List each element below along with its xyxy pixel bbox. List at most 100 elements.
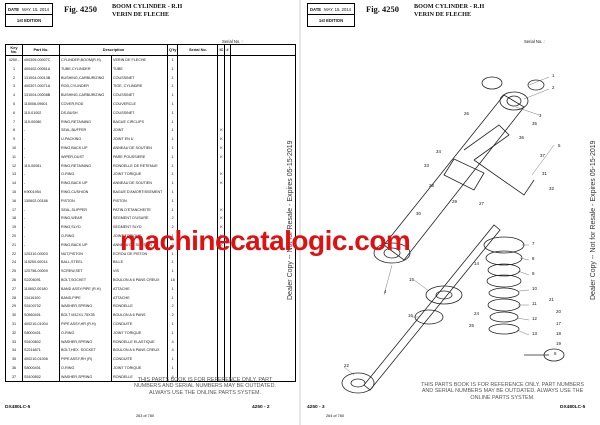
remarks-cell — [229, 99, 296, 109]
pipe-line — [463, 124, 510, 161]
title-english: BOOM CYLINDER - R.H — [112, 3, 183, 10]
key-cell: 26 — [5, 275, 23, 285]
mark-cell — [224, 108, 231, 118]
ic-cell — [217, 363, 226, 373]
mark-cell — [224, 337, 231, 347]
serial-cell — [177, 187, 219, 197]
key-cell: 33 — [5, 337, 23, 347]
serial-cell — [177, 328, 219, 338]
key-cell: 22 — [5, 249, 23, 259]
remarks-cell — [229, 249, 296, 259]
ic-cell — [217, 187, 226, 197]
callout-number: 33 — [424, 163, 429, 168]
qty-cell: 2 — [166, 311, 179, 320]
key-cell: 2 — [5, 73, 23, 83]
description-french-cell: COUSSINET — [111, 108, 168, 118]
qty-cell: 1 — [166, 126, 179, 136]
qty-cell: 1 — [166, 319, 179, 329]
description-english-cell: TUBE,CYLINDER — [59, 64, 112, 74]
serial-label: Serial No. : — [222, 39, 243, 44]
remarks-cell — [229, 231, 296, 241]
ic-cell — [217, 328, 226, 338]
piston — [425, 285, 463, 305]
remarks-cell — [229, 152, 296, 162]
ic-cell — [217, 267, 226, 276]
col-mark: # — [224, 44, 231, 56]
description-english-cell: WASHER,SPRING — [59, 372, 112, 383]
description-english-cell: DS-BUSH — [59, 108, 112, 118]
description-english-cell: WASHER,SPRING — [59, 302, 112, 312]
ic-cell — [217, 346, 226, 356]
remarks-cell — [229, 170, 296, 180]
piston-rod — [363, 224, 501, 391]
qty-cell: 1 — [166, 196, 179, 206]
serial-cell — [177, 214, 219, 224]
callout-number: 31 — [542, 171, 547, 176]
mark-cell — [224, 82, 231, 92]
serial-cell — [177, 143, 219, 153]
mark-cell — [224, 319, 231, 329]
edition-label: 1st EDITION — [318, 18, 344, 23]
serial-cell — [177, 346, 219, 356]
description-french-cell: JOINT TORIQUE — [111, 170, 168, 180]
description-french-cell: COUSSINET — [111, 91, 168, 100]
part-number-cell: - — [22, 143, 60, 153]
description-english-cell: SEAL,BUFFER — [59, 126, 112, 136]
description-french-cell: TIGE, CYLINDRE — [111, 82, 168, 92]
description-french-cell: SEGMENT D'USURE — [111, 214, 168, 224]
part-number-cell: S5100802 — [22, 372, 60, 383]
qty-cell: 1 — [166, 55, 179, 65]
callout-number: 29 — [452, 199, 457, 204]
title-french: VERIN DE FLECHE — [112, 11, 170, 18]
callout-number: 10 — [532, 286, 537, 291]
part-number-cell: S5100802 — [22, 337, 60, 347]
callout-number: 4 — [384, 289, 387, 294]
qty-cell: 1 — [166, 170, 179, 180]
page-title: BOOM CYLINDER - R.H VERIN DE FLECHE — [112, 3, 182, 19]
qty-cell: 1 — [166, 91, 179, 100]
description-french-cell: RONDELLE DE RETENUE — [111, 161, 168, 171]
remarks-cell — [229, 196, 296, 206]
mark-cell — [224, 302, 231, 312]
page-number: 4250 - 2 — [252, 405, 270, 410]
qty-cell: 4 — [166, 337, 179, 347]
date-value: MAY. 15. 2014 — [324, 6, 351, 12]
serial-cell — [177, 302, 219, 312]
remarks-cell — [229, 55, 296, 65]
mark-cell — [224, 346, 231, 356]
description-english-cell: SEAL,SLIPPER — [59, 205, 112, 215]
page-number: 4250 - 3 — [307, 405, 325, 410]
serial-cell — [177, 311, 219, 320]
qty-cell: 1 — [166, 355, 179, 364]
description-french-cell: JOINT TORIQUE — [111, 363, 168, 373]
key-cell: 24 — [5, 258, 23, 268]
description-english-cell: O-RING — [59, 170, 112, 180]
callout-number: 13 — [532, 331, 537, 336]
qty-cell: 1 — [166, 187, 179, 197]
description-french-cell: ANNEAU DE SOUTIEN — [111, 143, 168, 153]
callout-number: 14 — [474, 261, 479, 266]
figure-number: Fig. 4250 — [366, 4, 400, 14]
description-french-cell: RONDELLE ELASTIQUE — [111, 337, 168, 347]
mark-cell — [224, 275, 231, 285]
part-number-cell: - — [22, 126, 60, 136]
part-number-cell: - — [22, 170, 60, 180]
key-cell: 4 — [5, 91, 23, 100]
qty-cell: 16 — [166, 275, 179, 285]
col-key: Key No. — [5, 44, 23, 56]
part-number-cell: 115008-09601 — [22, 99, 60, 109]
col-part: Part No. — [22, 44, 60, 56]
serial-cell — [177, 355, 219, 364]
serial-cell — [177, 337, 219, 347]
remarks-cell — [229, 126, 296, 136]
key-cell: 25 — [5, 267, 23, 276]
callout-number: 22 — [344, 363, 349, 368]
description-english-cell: BAND,PIPE — [59, 293, 112, 303]
